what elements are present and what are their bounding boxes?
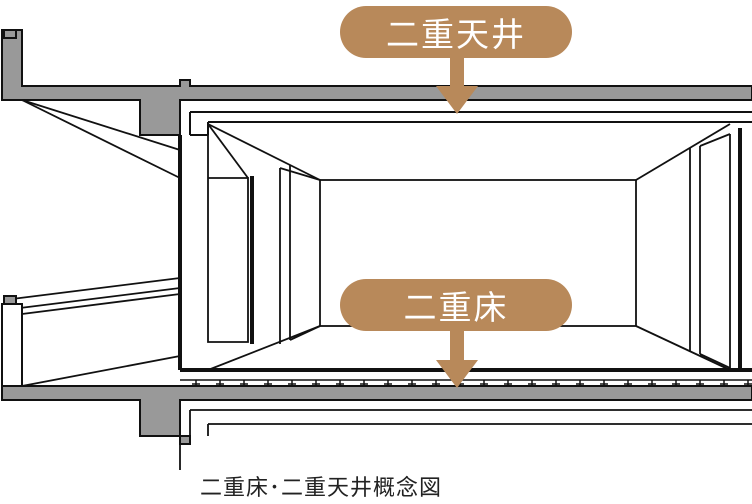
floor-support-post: [528, 380, 536, 386]
floor-support-post: [192, 380, 200, 386]
parapet-cap: [3, 29, 17, 39]
upper-slab: [1, 29, 752, 136]
floor-support-post: [720, 380, 728, 386]
floor-support-post: [360, 380, 368, 386]
double-ceiling-label: 二重天井: [340, 6, 572, 58]
floor-support-post: [216, 380, 224, 386]
floor-support-post: [504, 380, 512, 386]
balcony: [3, 99, 181, 387]
floor-support-post: [480, 380, 488, 386]
lower-ceiling: [179, 409, 752, 470]
floor-support-post: [672, 380, 680, 386]
double-floor-text: 二重床: [403, 288, 509, 327]
suspended-ceiling: [189, 111, 752, 136]
floor-support-post: [648, 380, 656, 386]
room-interior: [207, 123, 731, 371]
floor-support-posts: [192, 380, 752, 386]
floor-support-post: [288, 380, 296, 386]
floor-support-post: [744, 380, 752, 386]
floor-support-post: [576, 380, 584, 386]
ceiling-arrow: [436, 56, 478, 114]
balcony-rail-post: [1, 295, 23, 387]
floor-support-post: [552, 380, 560, 386]
diagram-caption: 二重床･二重天井概念図: [200, 476, 443, 501]
floor-support-post: [240, 380, 248, 386]
floor-arrow: [436, 329, 478, 388]
double-ceiling-text: 二重天井: [386, 15, 526, 54]
floor-support-post: [432, 380, 440, 386]
window-mullions: [178, 128, 742, 370]
floor-support-post: [624, 380, 632, 386]
floor-support-post: [600, 380, 608, 386]
floor-support-post: [336, 380, 344, 386]
floor-support-post: [384, 380, 392, 386]
floor-support-post: [312, 380, 320, 386]
floor-support-post: [696, 380, 704, 386]
floor-support-post: [408, 380, 416, 386]
lower-slab: [1, 385, 752, 445]
floor-support-post: [264, 380, 272, 386]
double-floor-label: 二重床: [340, 279, 572, 331]
